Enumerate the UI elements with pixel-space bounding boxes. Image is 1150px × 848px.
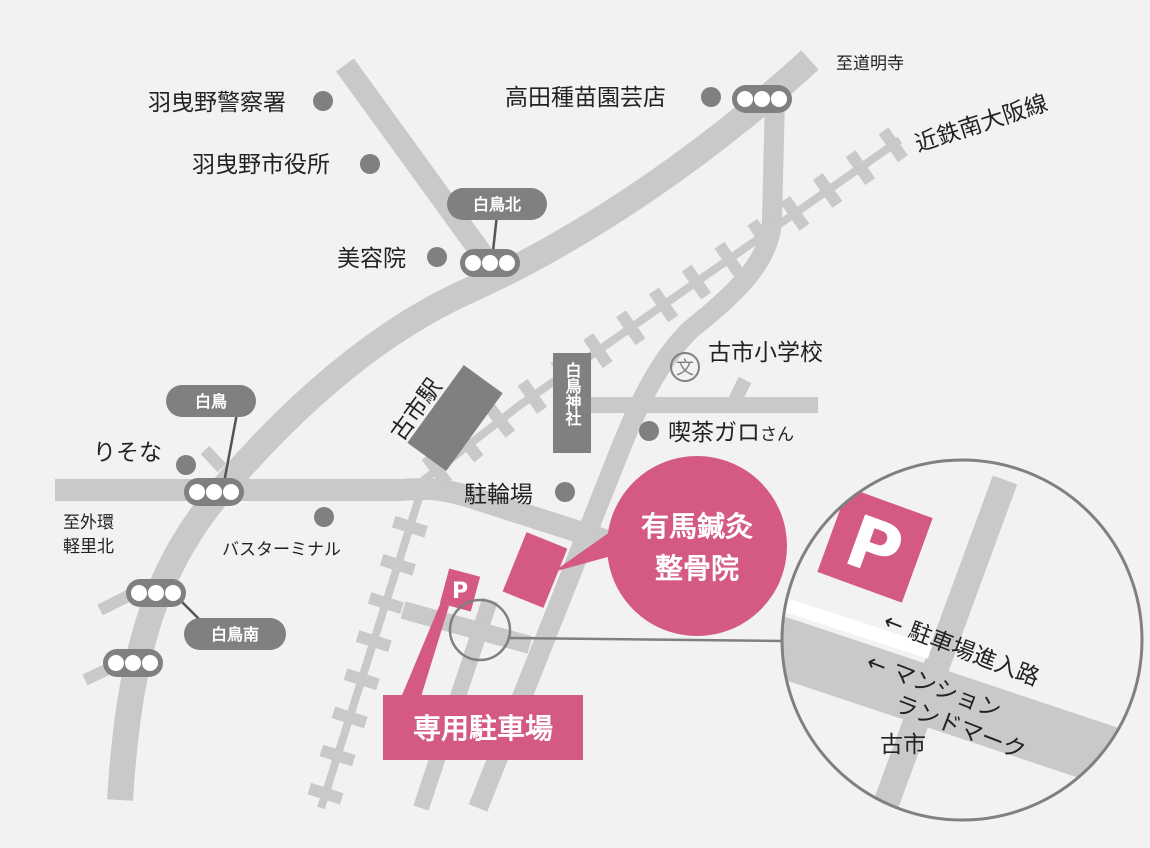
svg-text:白鳥神社: 白鳥神社: [563, 361, 583, 427]
traffic-signals: 白鳥北 白鳥 白鳥南: [103, 85, 792, 677]
parking-label: 専用駐車場: [413, 712, 553, 745]
rail-tie: [421, 452, 453, 487]
rail-tie: [747, 218, 777, 254]
rail-tie: [484, 403, 516, 438]
school-icon: 文: [670, 352, 700, 382]
kintetsu-line-label: 近鉄南大阪線: [912, 90, 1051, 157]
parking-icon: P: [452, 579, 468, 604]
poi-takada-nursery: 高田種苗園芸店: [505, 85, 666, 111]
rail-tie: [681, 264, 711, 300]
clinic-name-line2: 整骨院: [655, 552, 739, 585]
inset-callout: P ← 駐車場進入路 ← マンション ランドマーク 古市: [448, 458, 1144, 822]
signal-shiratori: 白鳥: [195, 392, 227, 411]
inset-mansion-label-3: 古市: [880, 732, 926, 758]
rail-tie: [379, 554, 416, 576]
rail-tie: [367, 592, 404, 614]
rail-tie: [616, 310, 646, 346]
clinic-marker: 有馬鍼灸 整骨院: [502, 456, 787, 636]
rail-tie: [780, 195, 810, 231]
karusato-kita: 軽里北: [63, 537, 114, 557]
to-outer-ring: 至外環: [63, 513, 114, 533]
signal-icon: [103, 649, 163, 677]
poi-cafe-garo: 喫茶ガロさん: [668, 420, 794, 446]
poi-hikino-police: 羽曳野警察署: [148, 90, 286, 116]
to-domyoji: 至道明寺: [836, 54, 904, 74]
poi-furuichi-elementary: 古市小学校: [708, 340, 823, 366]
parking-marker: P 専用駐車場: [383, 568, 583, 760]
poi-bicycle-parking: 駐輪場: [464, 482, 533, 508]
clinic-name-line1: 有馬鍼灸: [641, 510, 753, 543]
furuichi-station: 古市駅: [386, 365, 503, 471]
poi-markers: [176, 87, 721, 527]
rail-tie: [517, 379, 547, 414]
signal-icon: [732, 85, 792, 113]
svg-text:文: 文: [676, 358, 694, 379]
kintetsu-railway: [307, 127, 908, 810]
poi-bus-terminal: バスターミナル: [222, 540, 341, 560]
rail-tie: [343, 668, 380, 691]
rail-tie: [714, 241, 744, 277]
poi-hikino-city-hall: 羽曳野市役所: [192, 152, 330, 178]
rail-tie: [878, 127, 908, 163]
signal-shiratori-kita: 白鳥北: [473, 195, 521, 214]
poi-beauty-salon: 美容院: [337, 246, 406, 272]
signal-icon: [460, 249, 520, 277]
rail-tie: [812, 173, 843, 208]
rail-tie: [355, 630, 392, 652]
signal-icon: [184, 478, 244, 506]
rail-tie: [307, 782, 344, 805]
signal-shiratori-minami: 白鳥南: [211, 625, 259, 644]
signal-icon: [126, 579, 186, 607]
rail-tie: [319, 744, 356, 767]
rail-tie: [403, 477, 440, 500]
rail-tie: [331, 706, 368, 729]
rail-tie: [391, 515, 428, 538]
rail-tie: [583, 333, 613, 369]
poi-resona: りそな: [93, 440, 162, 466]
rail-tie: [845, 150, 876, 185]
rail-tie: [648, 287, 679, 323]
shiratori-shrine: 白鳥神社: [553, 353, 591, 453]
